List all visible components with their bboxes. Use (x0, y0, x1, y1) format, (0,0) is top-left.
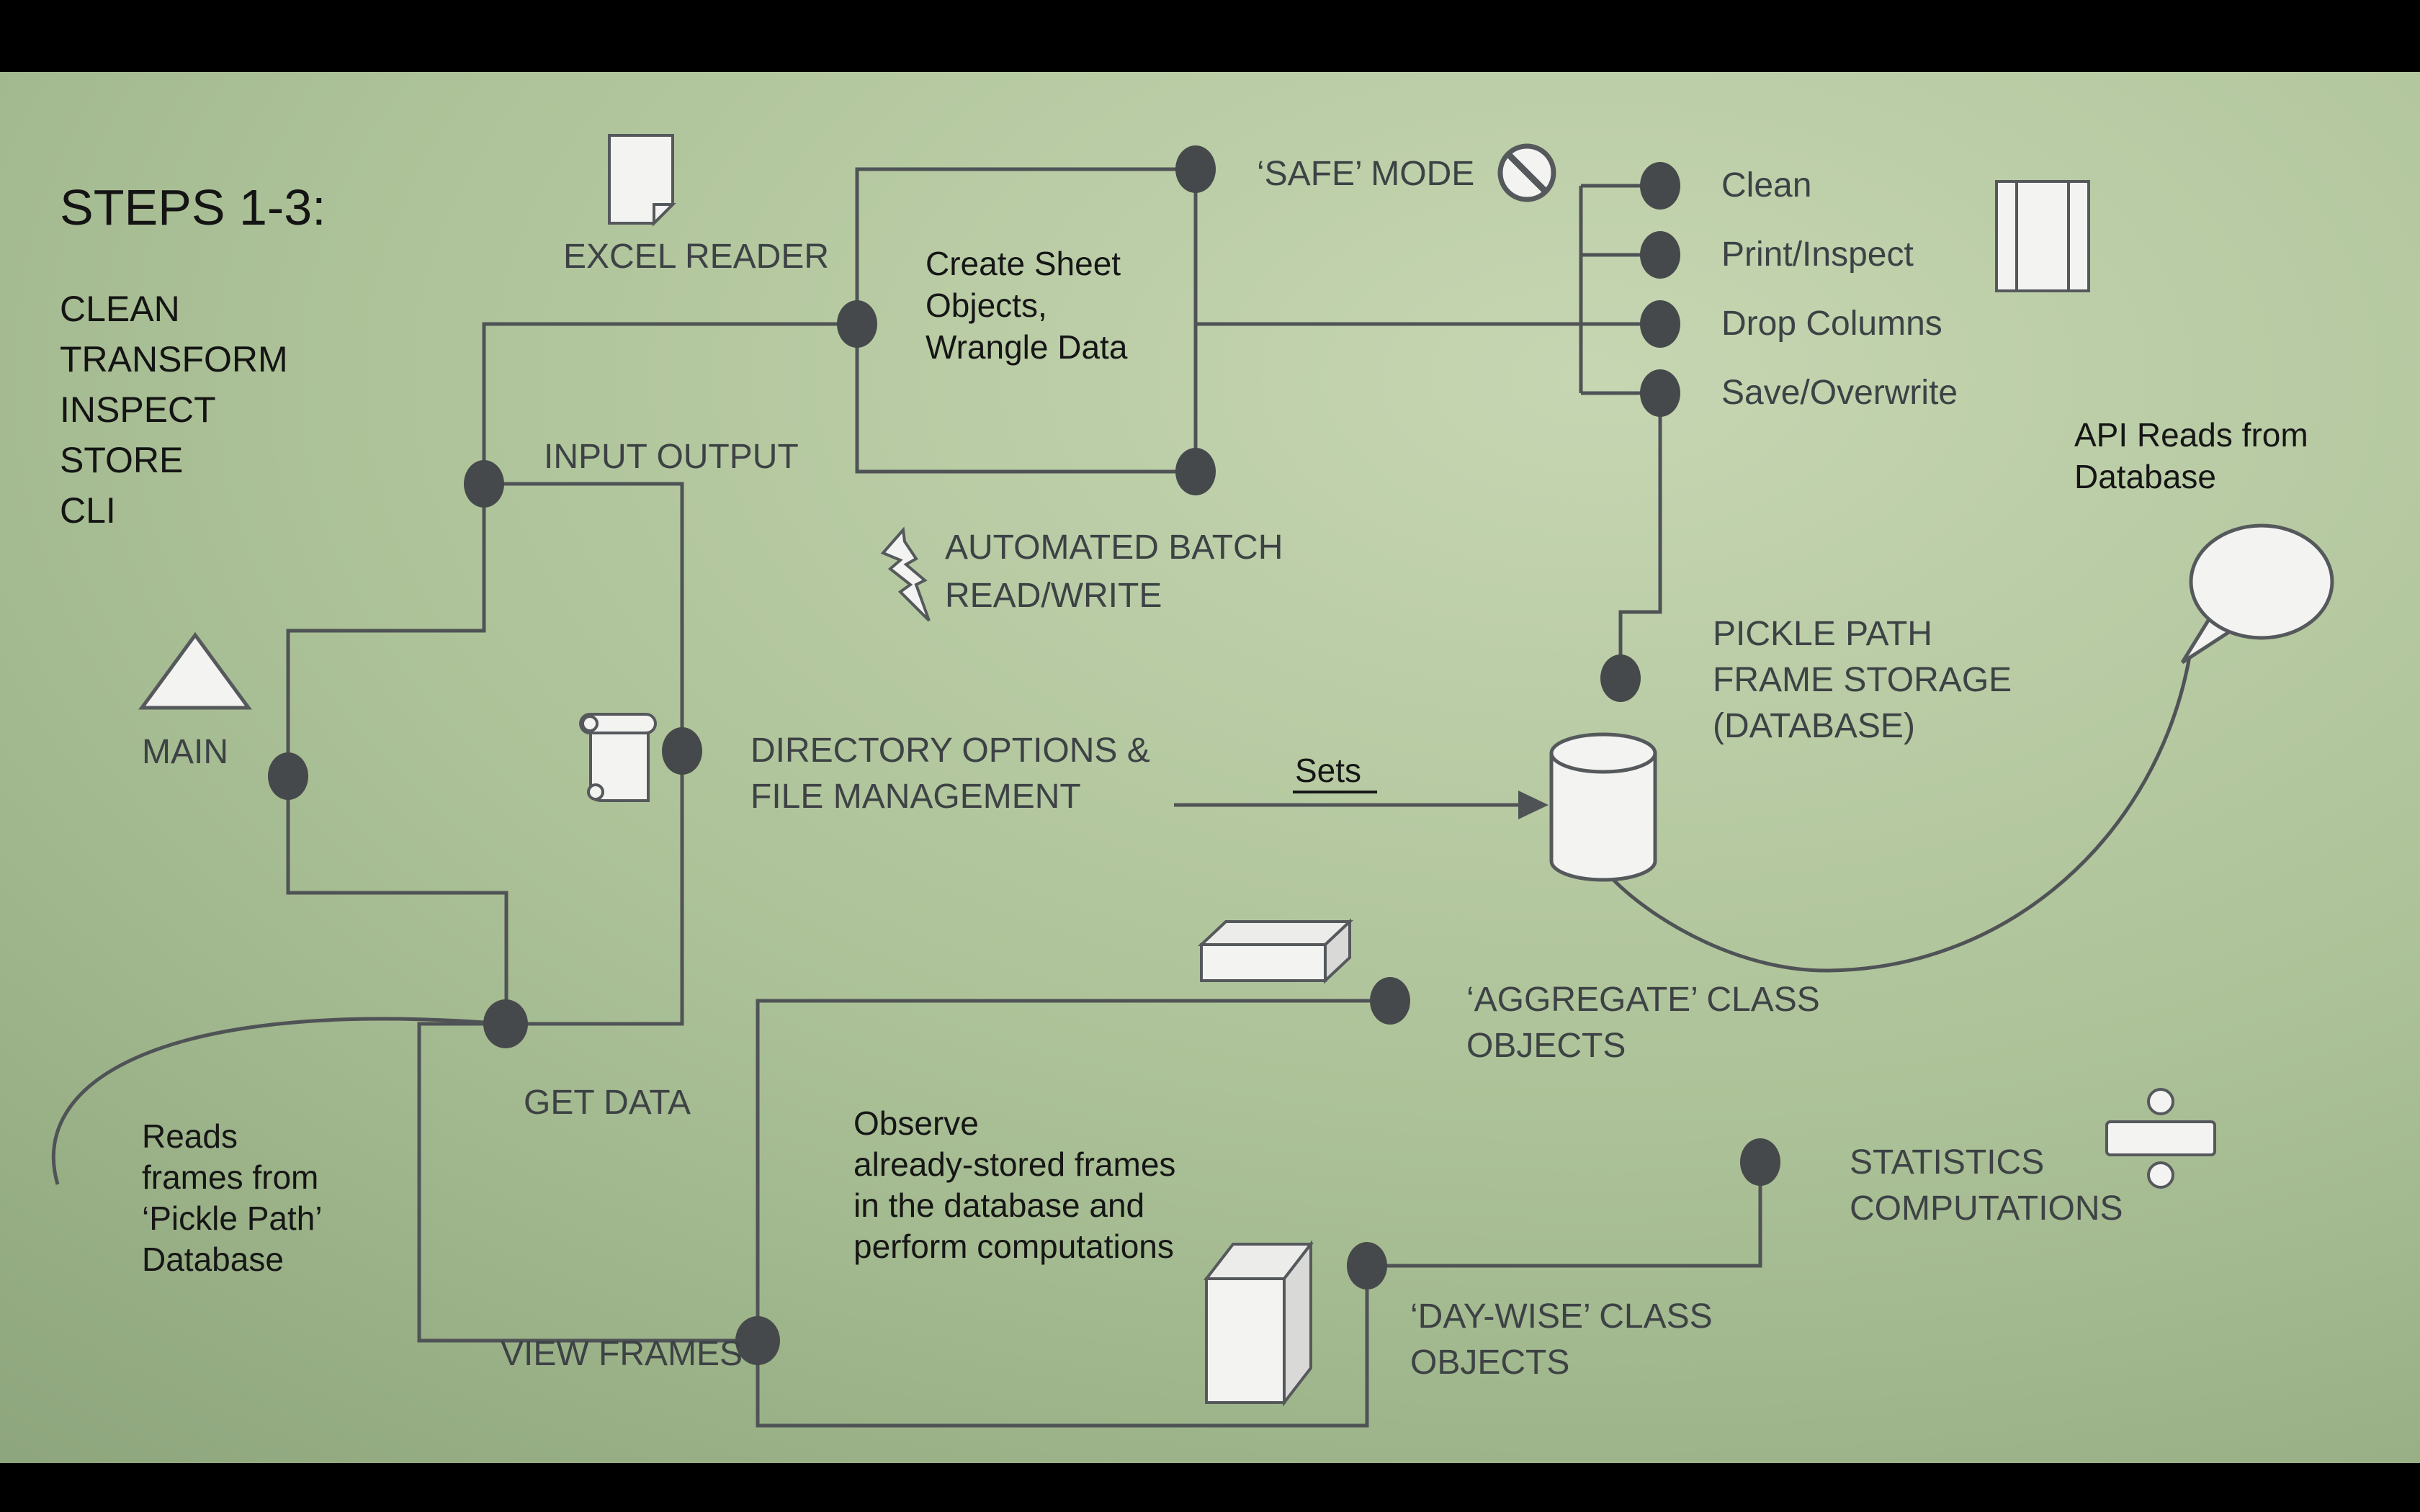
svg-text:FRAME STORAGE: FRAME STORAGE (1713, 661, 2012, 699)
svg-text:in the database and: in the database and (853, 1187, 1144, 1224)
statistics-label: STATISTICS COMPUTATIONS (1850, 1143, 2123, 1228)
dot-aggregate (1370, 977, 1410, 1025)
dot-day-wise (1347, 1242, 1387, 1290)
api-reads-label: API Reads from Database (2074, 416, 2308, 495)
directory-label: DIRECTORY OPTIONS & FILE MANAGEMENT (750, 732, 1150, 816)
dot-box-top-right (1175, 145, 1216, 193)
dot-get-data (483, 999, 528, 1048)
svg-text:STATISTICS: STATISTICS (1850, 1143, 2044, 1182)
dot-box-left (837, 300, 877, 348)
sets-arrow (1174, 791, 1549, 819)
wire-main-to-get-data (286, 776, 508, 1024)
dot-save-overwrite (1640, 369, 1680, 417)
svg-text:Observe: Observe (853, 1104, 979, 1142)
svg-text:frames from: frames from (142, 1158, 318, 1196)
dot-directory (662, 727, 702, 775)
wire-view-frames-to-aggregate (756, 999, 1390, 1341)
view-frames-label: VIEW FRAMES (501, 1335, 743, 1373)
letterbox-top (0, 0, 2420, 72)
scroll-icon (579, 713, 657, 802)
get-data-label: GET DATA (524, 1084, 691, 1122)
dot-input-output (464, 460, 504, 508)
no-entry-icon (1497, 143, 1556, 202)
input-output-label: INPUT OUTPUT (544, 438, 799, 476)
svg-text:Create Sheet: Create Sheet (926, 245, 1121, 282)
lightning-icon (880, 526, 931, 622)
wire-view-frames-to-day-wise (756, 1266, 1369, 1428)
dot-statistics (1740, 1138, 1780, 1186)
letterbox-bottom (0, 1463, 2420, 1512)
operation-drop-columns: Drop Columns (1721, 305, 1942, 343)
steps-item: STORE (60, 440, 183, 480)
svg-text:Database: Database (142, 1241, 284, 1278)
svg-text:‘AGGREGATE’ CLASS: ‘AGGREGATE’ CLASS (1466, 981, 1820, 1019)
dot-print-inspect (1640, 231, 1680, 279)
wire-get-data-to-view-frames (417, 1022, 758, 1343)
steps-item: CLI (60, 490, 116, 531)
svg-text:READ/WRITE: READ/WRITE (945, 577, 1162, 615)
division-icon (2105, 1088, 2216, 1189)
svg-text:‘Pickle Path’: ‘Pickle Path’ (142, 1200, 323, 1237)
safe-mode-label: ‘SAFE’ MODE (1257, 155, 1474, 193)
svg-text:OBJECTS: OBJECTS (1410, 1344, 1569, 1382)
steps-item: TRANSFORM (60, 339, 288, 379)
reads-frames-arc (51, 1017, 505, 1185)
database-cylinder-icon (1549, 732, 1657, 882)
observe-label: Observe already-stored frames in the dat… (853, 1104, 1175, 1265)
create-sheet-label: Create Sheet Objects, Wrangle Data (926, 245, 1128, 366)
dot-main (268, 752, 308, 800)
pickle-path-label: PICKLE PATH FRAME STORAGE (DATABASE) (1713, 615, 2012, 745)
wire-day-wise-to-statistics (1367, 1162, 1762, 1268)
operations-labels: Clean Print/Inspect Drop Columns Save/Ov… (1721, 166, 1958, 412)
cube-3d-icon (1203, 1240, 1314, 1407)
wire-box-to-input-output (482, 322, 857, 484)
svg-text:PICKLE PATH: PICKLE PATH (1713, 615, 1932, 653)
flat-box-3d-icon (1197, 918, 1354, 984)
svg-text:OBJECTS: OBJECTS (1466, 1027, 1626, 1065)
svg-text:Reads: Reads (142, 1117, 238, 1155)
connector-dots (268, 145, 1780, 1365)
dot-clean (1640, 162, 1680, 210)
operation-clean: Clean (1721, 166, 1811, 204)
dot-drop-columns (1640, 300, 1680, 348)
svg-text:Objects,: Objects, (926, 287, 1047, 324)
steps-item: CLEAN (60, 289, 180, 329)
steps-list: CLEAN TRANSFORM INSPECT STORE CLI (60, 289, 288, 531)
svg-text:Database: Database (2074, 458, 2216, 495)
operation-save-overwrite: Save/Overwrite (1721, 374, 1958, 412)
svg-text:already-stored frames: already-stored frames (853, 1146, 1175, 1183)
svg-text:API Reads from: API Reads from (2074, 416, 2308, 454)
bubble-curve (1612, 656, 2192, 973)
document-icon (608, 134, 676, 227)
wire-save-to-pickle (1618, 393, 1662, 678)
reads-frames-label: Reads frames from ‘Pickle Path’ Database (142, 1117, 323, 1278)
svg-text:perform computations: perform computations (853, 1228, 1174, 1265)
steps-item: INSPECT (60, 390, 216, 430)
sets-label: Sets (1295, 752, 1361, 789)
wire-input-output-to-main (286, 484, 486, 776)
automated-batch-label: AUTOMATED BATCH READ/WRITE (945, 528, 1283, 615)
svg-text:‘DAY-WISE’ CLASS: ‘DAY-WISE’ CLASS (1410, 1297, 1713, 1336)
panel-icon (1995, 180, 2090, 292)
svg-text:AUTOMATED BATCH: AUTOMATED BATCH (945, 528, 1283, 567)
speech-bubble-icon (2180, 523, 2334, 665)
svg-text:Wrangle Data: Wrangle Data (926, 328, 1128, 366)
operation-print-inspect: Print/Inspect (1721, 235, 1914, 274)
triangle-icon (138, 631, 252, 710)
sets-arrowhead (1518, 791, 1549, 819)
slide-background (0, 72, 2420, 1463)
main-label: MAIN (142, 733, 228, 771)
svg-text:COMPUTATIONS: COMPUTATIONS (1850, 1189, 2123, 1228)
dot-view-frames (735, 1316, 780, 1365)
slide-title: STEPS 1-3: (60, 179, 326, 235)
aggregate-label: ‘AGGREGATE’ CLASS OBJECTS (1466, 981, 1820, 1065)
dot-pickle-path (1600, 654, 1641, 702)
svg-text:(DATABASE): (DATABASE) (1713, 707, 1915, 745)
day-wise-label: ‘DAY-WISE’ CLASS OBJECTS (1410, 1297, 1713, 1382)
excel-reader-label: EXCEL READER (563, 238, 829, 276)
dot-box-bottom-right (1175, 448, 1216, 495)
svg-text:FILE MANAGEMENT: FILE MANAGEMENT (750, 778, 1081, 816)
svg-text:DIRECTORY OPTIONS &: DIRECTORY OPTIONS & (750, 732, 1150, 770)
